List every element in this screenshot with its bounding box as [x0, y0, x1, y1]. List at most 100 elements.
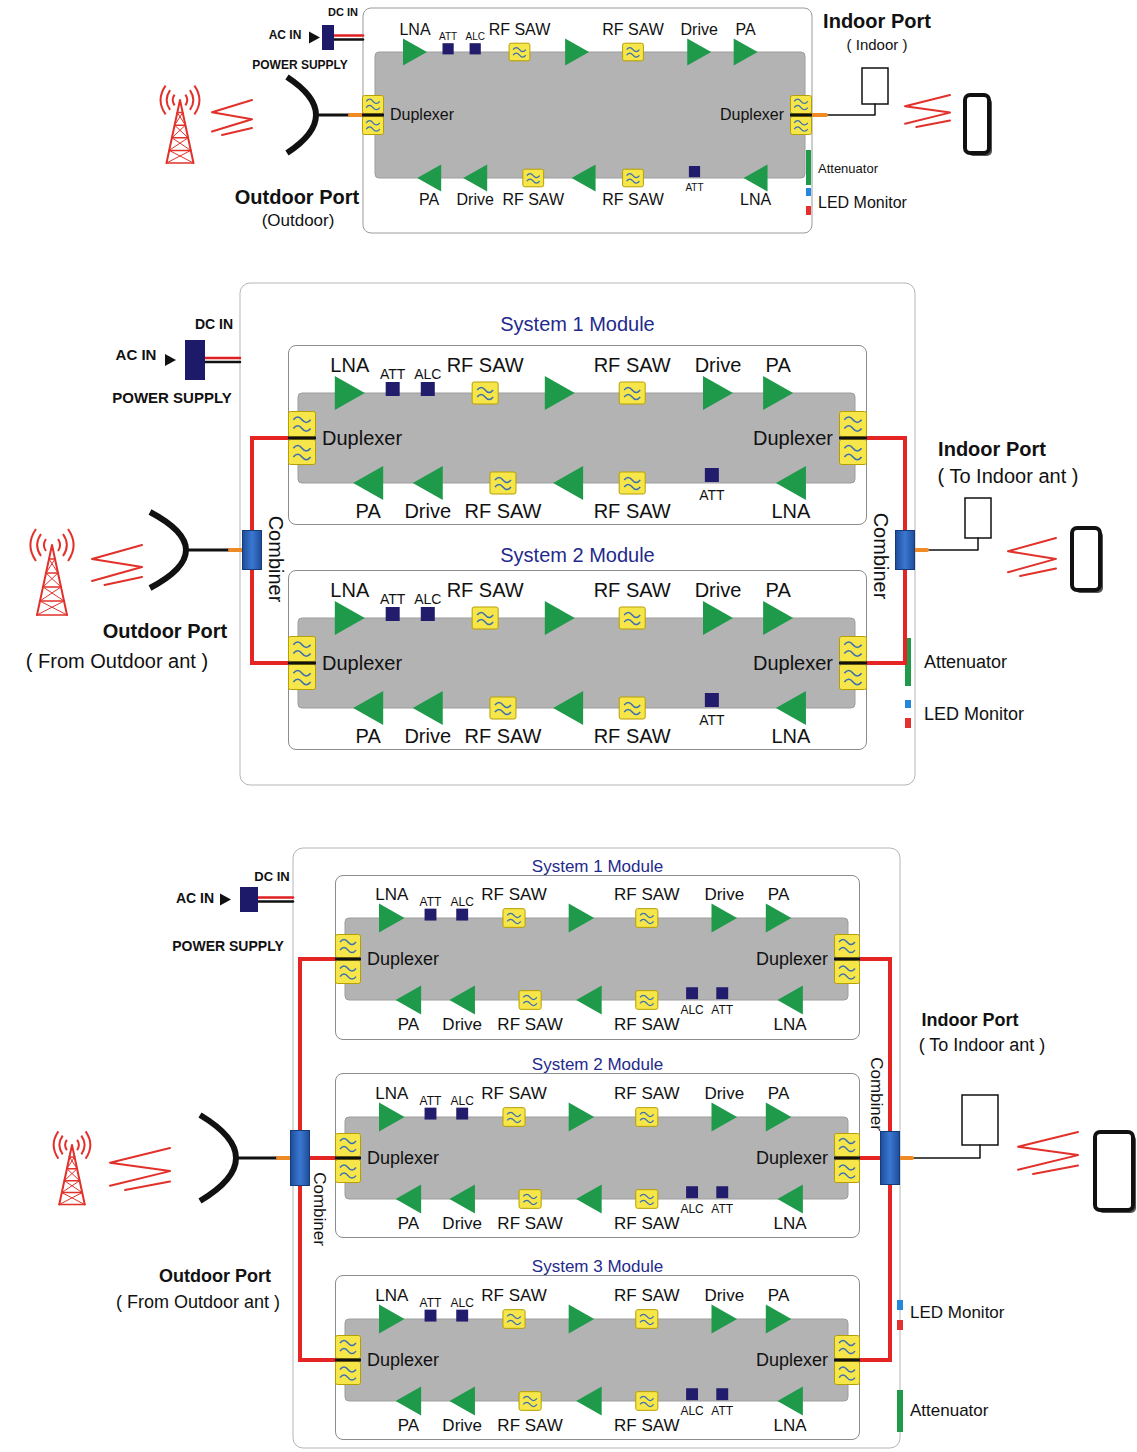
port-label: ( To Indoor ant ) [919, 1036, 1046, 1054]
duplexer-label: Duplexer [322, 653, 402, 673]
control-square [443, 43, 454, 54]
saw-filter [623, 169, 644, 187]
port-label: ( From Outdoor ant ) [116, 1293, 280, 1311]
housing [293, 848, 900, 1448]
component-label: ATT [699, 488, 724, 502]
component-label: RF SAW [489, 22, 551, 38]
tower [59, 1204, 85, 1206]
filter-wave [495, 710, 511, 715]
amplifier-triangle [553, 691, 583, 725]
tower [169, 150, 191, 152]
port-connector [350, 113, 362, 117]
tower [67, 1157, 75, 1169]
duplexer-icon [839, 411, 867, 465]
saw-filter [490, 697, 516, 719]
amplifier-triangle [417, 164, 441, 191]
filter-wave [640, 1314, 654, 1318]
component-label: RF SAW [497, 1416, 562, 1433]
duplexer-icon [834, 1133, 860, 1183]
duplexer-bar [288, 437, 316, 440]
system-module: System 2 ModuleDuplexerDuplexer [335, 1073, 860, 1238]
port-connector [278, 1156, 290, 1160]
component-label: RF SAW [594, 355, 671, 375]
port-label: Attenuator [924, 653, 1007, 671]
duplexer-bar [288, 662, 316, 665]
filter-wave [839, 974, 855, 979]
duplexer-filter [840, 637, 867, 662]
power-supply [185, 340, 205, 380]
filter-wave [624, 613, 640, 618]
filter-wave [627, 53, 640, 57]
component-label: RF SAW [481, 886, 546, 903]
component-label: ATT [420, 1095, 442, 1107]
component-label: LNA [771, 501, 810, 521]
signal-zigzag [222, 128, 252, 135]
antenna-stem [186, 549, 230, 552]
filter-wave [844, 679, 861, 684]
filter-wave [640, 995, 654, 999]
antenna-cable [927, 538, 978, 550]
amplifier-triangle [712, 1103, 738, 1132]
component-label: Drive [681, 22, 718, 38]
amplifier-triangle [766, 904, 792, 933]
duplexer-label: Duplexer [720, 107, 784, 123]
tower [67, 1169, 80, 1181]
duplexer: Duplexer [335, 1133, 439, 1183]
filter-wave [627, 174, 640, 178]
duplexer: Duplexer [335, 1335, 439, 1385]
component-label: ALC [414, 367, 441, 381]
led-red [806, 206, 811, 215]
component-label: ATT [380, 592, 405, 606]
component-label: ALC [680, 1405, 703, 1417]
filter-wave [839, 966, 855, 971]
filter-wave [627, 179, 640, 183]
amplifier-triangle [449, 1185, 475, 1214]
tower [40, 601, 67, 615]
filter-wave [340, 1139, 356, 1144]
saw-filter [636, 909, 658, 928]
phone [1072, 528, 1100, 590]
component-label: ATT [699, 713, 724, 727]
component-label: LNA [375, 1085, 408, 1102]
saw-filter [619, 382, 645, 404]
component-label: RF SAW [602, 22, 664, 38]
radio-wave [81, 1136, 84, 1155]
filter-wave [507, 919, 521, 923]
duplexer: Duplexer [335, 934, 439, 984]
dc-wire [258, 896, 293, 899]
led-red [897, 1320, 903, 1330]
component-label: RF SAW [464, 501, 541, 521]
filter-wave [340, 966, 356, 971]
rf-cable [310, 1156, 335, 1160]
duplexer-icon [288, 636, 316, 690]
duplexer-filter [791, 96, 812, 114]
filter-wave [293, 454, 310, 459]
tower [43, 573, 58, 587]
combiner-label: Combiner [266, 516, 286, 603]
amplifier-triangle [712, 904, 738, 933]
radio-wave [58, 539, 60, 551]
duplexer-icon [335, 934, 361, 984]
tower [59, 1193, 82, 1205]
saw-filter [636, 1190, 658, 1209]
duplexer-bar [335, 1359, 361, 1362]
tower [62, 1181, 80, 1193]
component-label: RF SAW [502, 192, 564, 208]
filter-wave [477, 388, 493, 393]
saw-filter [519, 991, 541, 1010]
port-label: DC IN [254, 870, 289, 883]
component-label: Drive [695, 355, 742, 375]
filter-wave [340, 1349, 356, 1354]
amplifier-triangle [776, 466, 806, 500]
component-label: PA [768, 1085, 789, 1102]
filter-wave [527, 174, 540, 178]
signal-zigzag [1033, 1166, 1078, 1174]
tower [46, 572, 58, 574]
duplexer-filter [289, 637, 316, 662]
component-label: RF SAW [614, 1287, 679, 1304]
duplexer-label: Duplexer [756, 1351, 828, 1369]
duplexer-icon [834, 934, 860, 984]
filter-wave [340, 948, 356, 953]
